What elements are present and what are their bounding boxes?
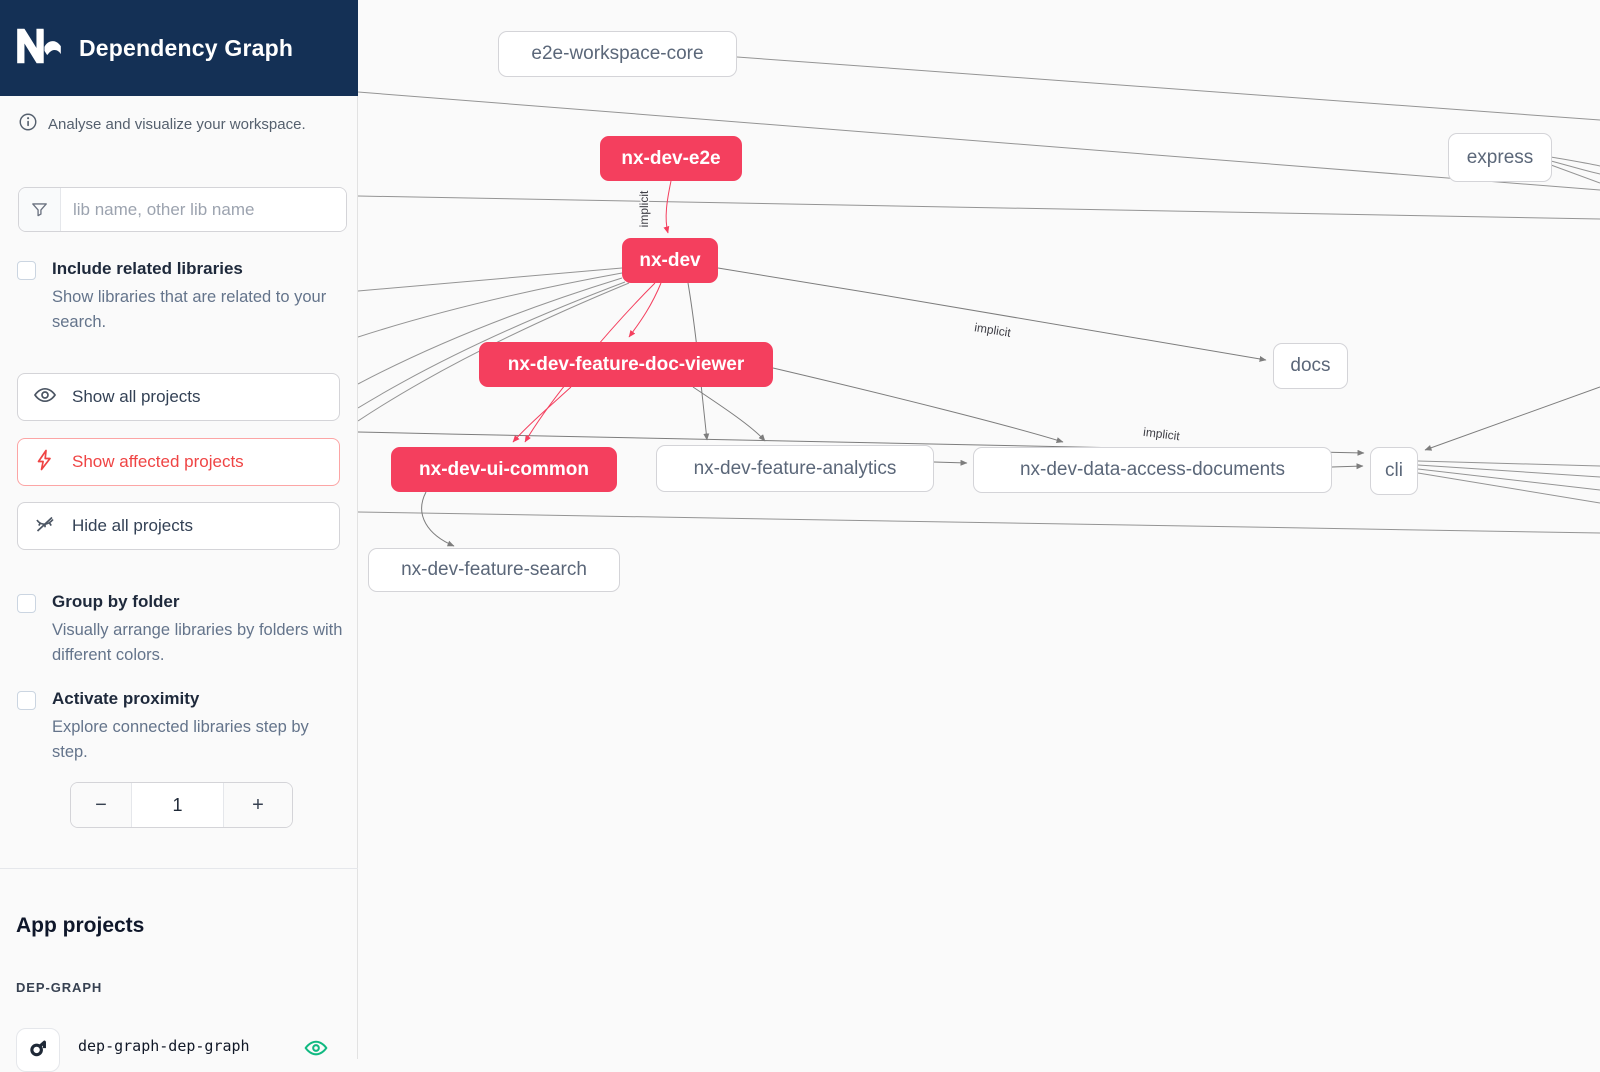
edge-label-implicit-cli: implicit xyxy=(1142,425,1181,443)
activate-proximity-block: Activate proximity Explore connected lib… xyxy=(17,689,337,765)
graph-node-nx-dev-feature-doc-viewer[interactable]: nx-dev-feature-doc-viewer xyxy=(479,342,773,387)
group-by-folder-description: Visually arrange libraries by folders wi… xyxy=(52,621,343,664)
stepper-decrement-button[interactable]: − xyxy=(71,783,131,827)
graph-node-e2e-workspace-core[interactable]: e2e-workspace-core xyxy=(498,31,737,77)
activate-proximity-description: Explore connected libraries step by step… xyxy=(52,718,309,761)
focus-project-button[interactable] xyxy=(16,1028,60,1072)
tagline: Analyse and visualize your workspace. xyxy=(19,113,306,136)
graph-node-nx-dev-ui-common[interactable]: nx-dev-ui-common xyxy=(391,447,617,492)
sidebar-divider xyxy=(0,868,358,869)
stepper-value: 1 xyxy=(131,783,224,827)
graph-node-nx-dev-feature-search[interactable]: nx-dev-feature-search xyxy=(368,548,620,592)
info-icon xyxy=(19,113,37,136)
project-visibility-eye-icon[interactable] xyxy=(302,1035,330,1066)
edge-label-implicit-nxdev: implicit xyxy=(637,190,651,227)
include-related-label: Include related libraries xyxy=(52,259,243,278)
sidebar-header: Dependency Graph xyxy=(0,0,358,96)
show-all-projects-button[interactable]: Show all projects xyxy=(17,373,340,421)
nx-logo-icon xyxy=(15,26,63,71)
graph-node-nx-dev-feature-analytics[interactable]: nx-dev-feature-analytics xyxy=(656,445,934,492)
graph-node-express[interactable]: express xyxy=(1448,133,1552,182)
eye-off-icon xyxy=(33,512,57,541)
stepper-increment-button[interactable]: + xyxy=(224,783,292,827)
include-related-description: Show libraries that are related to your … xyxy=(52,288,327,331)
focus-magnifier-icon xyxy=(27,1038,49,1063)
edge-label-implicit-docs: implicit xyxy=(973,320,1012,340)
activate-proximity-label: Activate proximity xyxy=(52,689,200,708)
include-related-checkbox[interactable] xyxy=(17,261,36,280)
graph-edges: implicit implicit implicit xyxy=(358,56,1600,547)
show-affected-projects-button[interactable]: Show affected projects xyxy=(17,438,340,486)
search-field xyxy=(18,187,347,232)
dependency-graph-canvas[interactable]: implicit implicit implicit e2e-workspace… xyxy=(358,0,1600,1059)
group-by-folder-block: Group by folder Visually arrange librari… xyxy=(17,592,342,668)
project-name: dep-graph-dep-graph xyxy=(78,1037,250,1055)
show-affected-projects-label: Show affected projects xyxy=(72,452,244,471)
proximity-stepper: − 1 + xyxy=(70,782,293,828)
activate-proximity-checkbox[interactable] xyxy=(17,691,36,710)
group-by-folder-checkbox[interactable] xyxy=(17,594,36,613)
show-all-projects-label: Show all projects xyxy=(72,387,201,406)
tagline-text: Analyse and visualize your workspace. xyxy=(48,116,306,133)
graph-node-docs[interactable]: docs xyxy=(1273,343,1348,389)
project-list-item: dep-graph-dep-graph xyxy=(16,1028,342,1072)
graph-node-nx-dev-e2e[interactable]: nx-dev-e2e xyxy=(600,136,742,181)
filter-funnel-icon xyxy=(19,188,61,231)
hide-all-projects-button[interactable]: Hide all projects xyxy=(17,502,340,550)
page-title: Dependency Graph xyxy=(79,34,294,61)
group-by-folder-label: Group by folder xyxy=(52,592,180,611)
project-group-label: DEP-GRAPH xyxy=(16,980,103,995)
search-input[interactable] xyxy=(61,188,346,231)
graph-node-cli[interactable]: cli xyxy=(1370,447,1418,495)
eye-icon xyxy=(33,383,57,412)
app-projects-heading: App projects xyxy=(16,914,145,937)
graph-node-nx-dev[interactable]: nx-dev xyxy=(622,238,718,283)
lightning-bolt-icon xyxy=(33,448,57,477)
include-related-block: Include related libraries Show libraries… xyxy=(17,259,337,335)
hide-all-projects-label: Hide all projects xyxy=(72,516,193,535)
sidebar: Dependency Graph Analyse and visualize y… xyxy=(0,0,358,1072)
graph-node-nx-dev-data-access-documents[interactable]: nx-dev-data-access-documents xyxy=(973,447,1332,493)
